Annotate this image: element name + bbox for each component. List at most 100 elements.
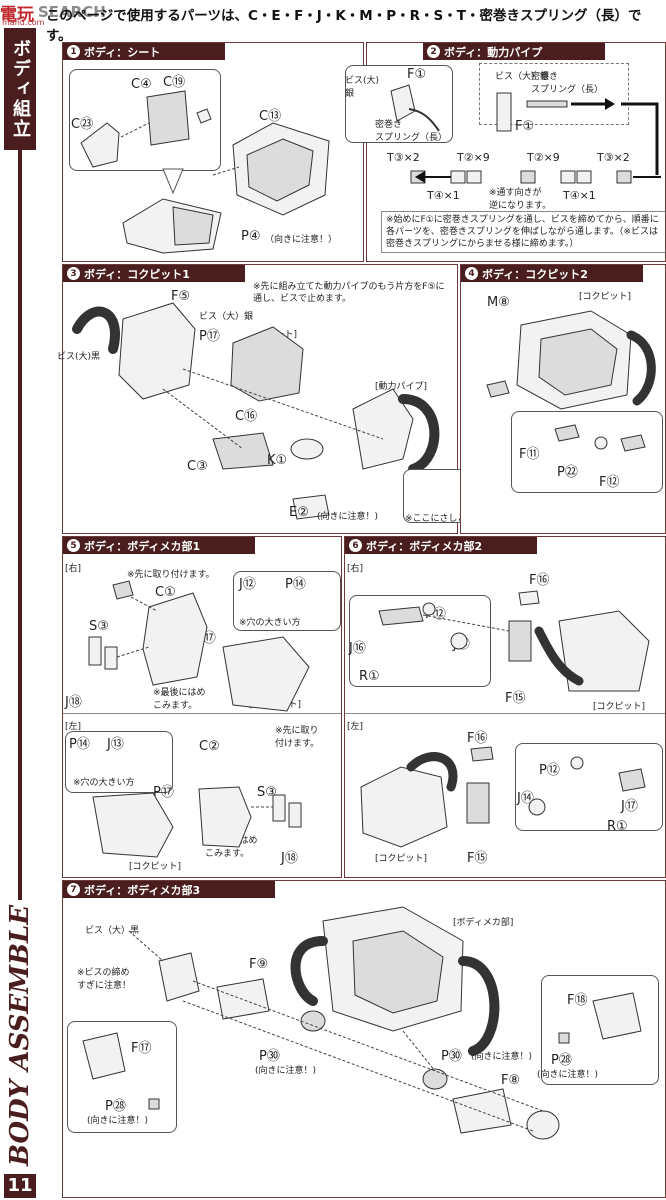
label-f11: F⑪ — [519, 447, 540, 462]
step-6-panel: 6 ボディ：ボディメカ部2 [右] F⑯ P⑫ J⑯ J⑮ R① F⑮ [コクピ… — [344, 536, 666, 878]
label-j18-left: J⑱ — [281, 851, 298, 866]
label-cockpit-left: [コクピット] — [129, 862, 182, 872]
label-p17-left: P⑰ — [153, 785, 174, 800]
label-r1: R① — [359, 669, 380, 684]
p28-b-caution: (向きに注意！) — [537, 1070, 599, 1080]
label-p4: P④ — [241, 229, 261, 244]
page-number: 11 — [4, 1174, 36, 1198]
step-2-panel: 2 ボディ：動力パイプ ビス(大) 銀 F① 密巻き スプリング（長） ビス（大… — [345, 42, 666, 262]
step-1-number: 1 — [67, 45, 80, 58]
label-f1-b: F① — [515, 119, 535, 134]
label-t3x2-b: T③×2 — [597, 151, 630, 164]
p30-b-caution: (向きに注意！) — [471, 1052, 533, 1062]
label-f17: F⑰ — [131, 1041, 152, 1056]
cockpit-exploded-illustration — [72, 302, 440, 520]
screw-caution: ※ビスの締め すぎに注意！ — [77, 968, 132, 991]
label-j18: J⑱ — [65, 695, 82, 710]
label-screw-silver-2: ビス（大）銀 — [495, 72, 550, 82]
label-screw-silver: ビス(大) 銀 — [345, 76, 380, 99]
label-p12-left: P⑫ — [539, 763, 560, 778]
label-f8: F⑧ — [501, 1073, 521, 1088]
label-f1-a: F① — [407, 67, 427, 82]
step-7-number: 7 — [67, 883, 80, 896]
label-t2x9-a: T②×9 — [457, 151, 490, 164]
step-4-number: 4 — [465, 267, 478, 280]
logo-domain: manu.com — [2, 18, 45, 27]
label-spring-b: 密巻き スプリング（長） — [531, 72, 604, 95]
mech-2-left-illustration — [360, 746, 646, 848]
step-1-header: 1 ボディ：シート — [63, 43, 225, 60]
label-t2x9-b: T②×9 — [527, 151, 560, 164]
label-c4: C④ — [131, 77, 152, 92]
label-f12: F⑫ — [599, 475, 620, 490]
label-f16-left: F⑯ — [467, 731, 488, 746]
direction-note: ※通す向きが 逆になります。 — [489, 188, 552, 211]
label-p22: P㉒ — [557, 465, 578, 480]
page-headline: このページで使用するパーツは、C・E・F・J・K・M・P・R・S・T・密巻きスプ… — [46, 8, 642, 44]
step-3-number: 3 — [67, 267, 80, 280]
p30-a-caution: (向きに注意！) — [255, 1066, 317, 1076]
spring-illustration — [496, 92, 659, 175]
step-2-title: ボディ：動力パイプ — [444, 45, 543, 59]
label-t3x2-a: T③×2 — [387, 151, 420, 164]
pointer-arrow — [162, 168, 184, 195]
step-2-header: 2 ボディ：動力パイプ — [423, 43, 605, 60]
f11-detail-box — [511, 411, 663, 493]
j14-detail-box — [515, 743, 663, 831]
step-4-header: 4 ボディ：コクピット2 — [461, 265, 643, 282]
label-spring-a: 密巻き スプリング（長） — [375, 120, 448, 143]
step-7-panel: 7 ボディ：ボディメカ部3 ビス（大）黒 ※ビスの締め すぎに注意！ F⑨ [ボ… — [62, 880, 666, 1198]
label-p28-a: P㉘ — [105, 1099, 126, 1114]
label-f5: F⑤ — [171, 289, 191, 304]
logo-word: SEARCH — [38, 3, 106, 21]
step-7-header: 7 ボディ：ボディメカ部3 — [63, 881, 275, 898]
j12-detail-box — [233, 571, 341, 631]
label-j17: J⑰ — [621, 799, 638, 814]
label-t4x1-a: T④×1 — [427, 189, 460, 202]
label-c3: C③ — [187, 459, 208, 474]
mech-3-illustration — [82, 906, 642, 1140]
big-hole-note-right: ※穴の大きい方 — [239, 618, 301, 628]
step-4-panel: 4 ボディ：コクピット2 [コクピット] M⑧ F⑪ P㉒ F⑫ — [460, 264, 666, 534]
label-c1: C① — [155, 585, 176, 600]
label-j16: J⑯ — [349, 641, 366, 656]
sidebar-english-title: BODY ASSEMBLE — [2, 900, 38, 1170]
label-f9: F⑨ — [249, 957, 269, 972]
label-power-pipe: [動力パイプ] — [375, 382, 428, 392]
label-f15-left: F⑮ — [467, 851, 488, 866]
label-f18: F⑱ — [567, 993, 588, 1008]
step-6-header: 6 ボディ：ボディメカ部2 — [345, 537, 537, 554]
insert-note: ※ここにさしこむ。 — [405, 514, 485, 524]
e2-caution: (向きに注意！) — [317, 512, 379, 522]
step-3-panel: 3 ボディ：コクピット1 ※先に組み立てた動力パイプのもう片方をF⑤に通し、ビス… — [57, 264, 493, 534]
last-note-right: ※最後にはめ こみます。 — [153, 688, 206, 711]
label-k1: K① — [267, 453, 288, 468]
first-note-left: ※先に取り 付けます。 — [275, 726, 320, 749]
label-f16: F⑯ — [529, 573, 550, 588]
step-6-title: ボディ：ボディメカ部2 — [366, 539, 483, 553]
f18-detail-box — [541, 975, 659, 1085]
mech-1-left-illustration — [92, 786, 302, 858]
f17-detail-box — [67, 1021, 177, 1133]
label-p17: P⑰ — [199, 329, 220, 344]
side-left-6: [左] — [347, 722, 364, 732]
label-screw-black: ビス(大)黒 — [57, 352, 101, 362]
label-j12: J⑫ — [239, 577, 256, 592]
step-6-number: 6 — [349, 539, 362, 552]
p4-caution: （向きに注意！） — [265, 235, 338, 245]
label-c16: C⑯ — [235, 409, 258, 424]
sidebar-rule — [18, 150, 22, 1170]
step-5-number: 5 — [67, 539, 80, 552]
label-body-mech: [ボディメカ部] — [453, 918, 514, 928]
step-1-panel: 1 ボディ：シート C④ C⑲ C㉓ C⑬ P④ （向きに注意！） — [62, 42, 364, 262]
step-5-title: ボディ：ボディメカ部1 — [84, 539, 201, 553]
mech-1-right-illustration — [88, 580, 310, 712]
cockpit-2-illustration — [486, 310, 656, 410]
label-cockpit-6l: [コクピット] — [375, 854, 428, 864]
label-screw-silver: ビス（大）銀 — [199, 312, 254, 322]
label-p28-b: P㉘ — [551, 1053, 572, 1068]
spring-detail-box — [479, 63, 629, 125]
big-hole-note-left: ※穴の大きい方 — [73, 778, 135, 788]
sidebar-section-title: ボディ組立 — [4, 28, 36, 150]
mech-2-right-illustration — [378, 590, 650, 692]
